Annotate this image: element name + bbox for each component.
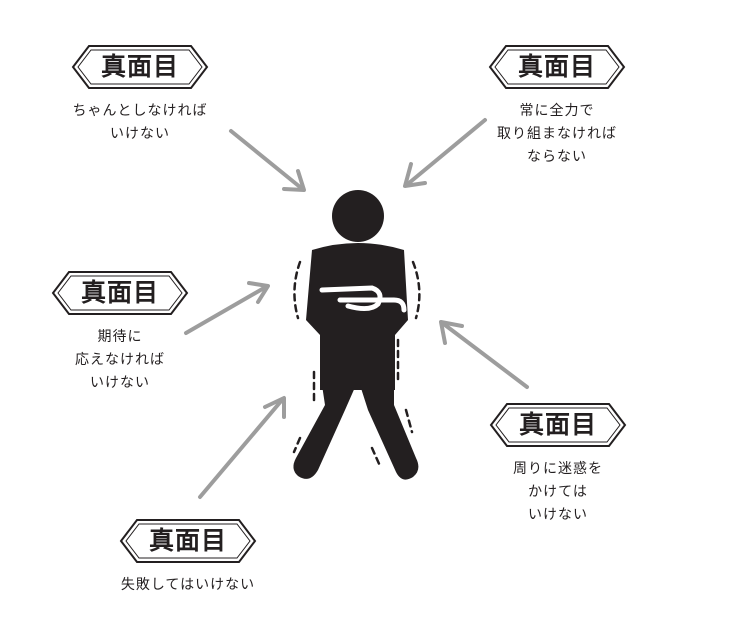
label-group-middle-right: 真面目 周りに迷惑を かけては いけない — [458, 402, 658, 527]
tag-text: 真面目 — [518, 410, 597, 439]
seriousness-tag: 真面目 — [71, 44, 209, 90]
arrow-bottom-left — [198, 396, 286, 499]
figure-torso — [306, 243, 408, 390]
seriousness-tag: 真面目 — [489, 402, 627, 448]
hexagon-tag-frame — [488, 45, 626, 89]
crossed-arms-outline — [319, 285, 407, 313]
seriousness-tag: 真面目 — [119, 518, 257, 564]
seriousness-tag: 真面目 — [51, 270, 189, 316]
seriousness-tag: 真面目 — [488, 44, 626, 90]
pressure-text: 常に全力で 取り組まなければ ならない — [497, 103, 617, 165]
hexagon-tag-frame — [489, 403, 627, 447]
tag-text: 真面目 — [100, 52, 179, 81]
pressure-text: 失敗してはいけない — [120, 577, 256, 593]
pressure-text: 周りに迷惑を かけては いけない — [513, 461, 603, 523]
figure-head — [332, 190, 384, 242]
figure-left-leg — [293, 385, 356, 479]
tag-text: 真面目 — [148, 526, 227, 555]
tag-text: 真面目 — [517, 52, 596, 81]
label-group-top-left: 真面目 ちゃんとしなければ いけない — [40, 44, 240, 146]
figure-right-leg — [360, 385, 419, 480]
label-group-top-right: 真面目 常に全力で 取り組まなければ ならない — [457, 44, 657, 169]
tension-lines — [292, 260, 421, 468]
arrow-top-left — [229, 129, 306, 192]
pressure-text: ちゃんとしなければ いけない — [72, 103, 208, 142]
tag-text: 真面目 — [80, 278, 159, 307]
arrow-middle-right — [439, 320, 529, 389]
label-group-bottom-left: 真面目 失敗してはいけない — [88, 518, 288, 597]
label-group-middle-left: 真面目 期待に 応えなければ いけない — [20, 270, 220, 395]
arrow-top-right — [403, 118, 487, 188]
arrow-middle-left — [184, 281, 270, 335]
hexagon-tag-frame — [51, 271, 189, 315]
hexagon-tag-frame — [71, 45, 209, 89]
hexagon-tag-frame — [119, 519, 257, 563]
pressure-text: 期待に 応えなければ いけない — [75, 329, 165, 391]
